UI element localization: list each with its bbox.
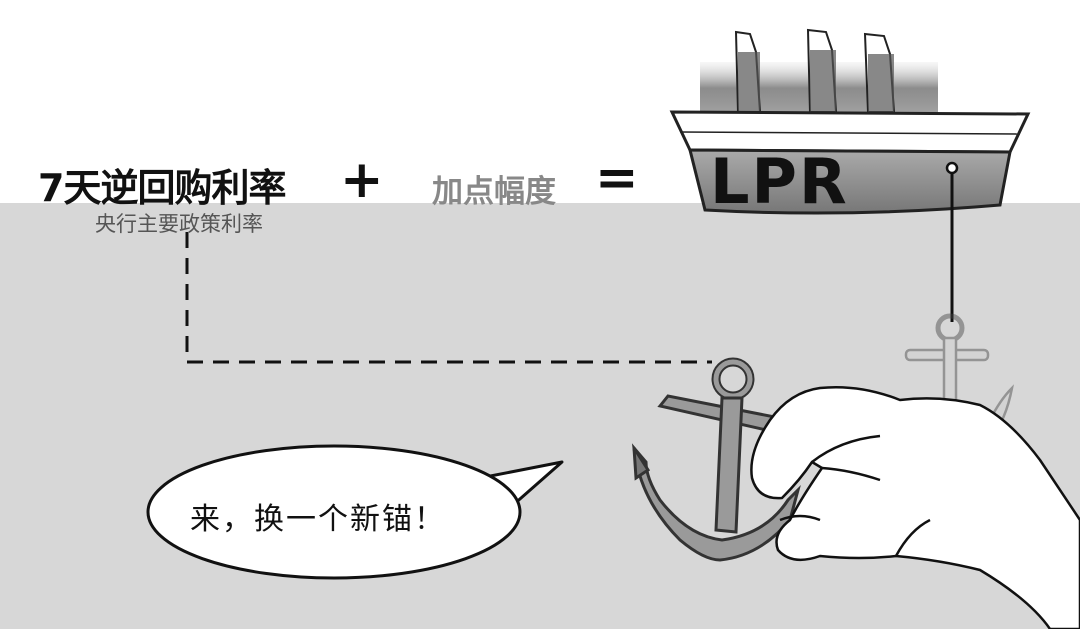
policy-rate-term: 7天逆回购利率 xyxy=(38,166,286,210)
speech-bubble-shape xyxy=(146,444,564,580)
new-anchor-icon xyxy=(631,357,801,562)
speech-bubble-text: 来，换一个新锚！ xyxy=(190,502,446,537)
lpr-label: LPR xyxy=(710,145,849,218)
spread-term: 加点幅度 xyxy=(432,174,556,210)
ship-illustration xyxy=(669,28,1031,215)
hand-illustration xyxy=(750,385,1080,629)
equals-sign: = xyxy=(595,148,639,208)
plus-sign: + xyxy=(340,150,384,210)
policy-rate-note: 央行主要政策利率 xyxy=(95,212,263,236)
dashed-guide-line xyxy=(185,232,712,364)
